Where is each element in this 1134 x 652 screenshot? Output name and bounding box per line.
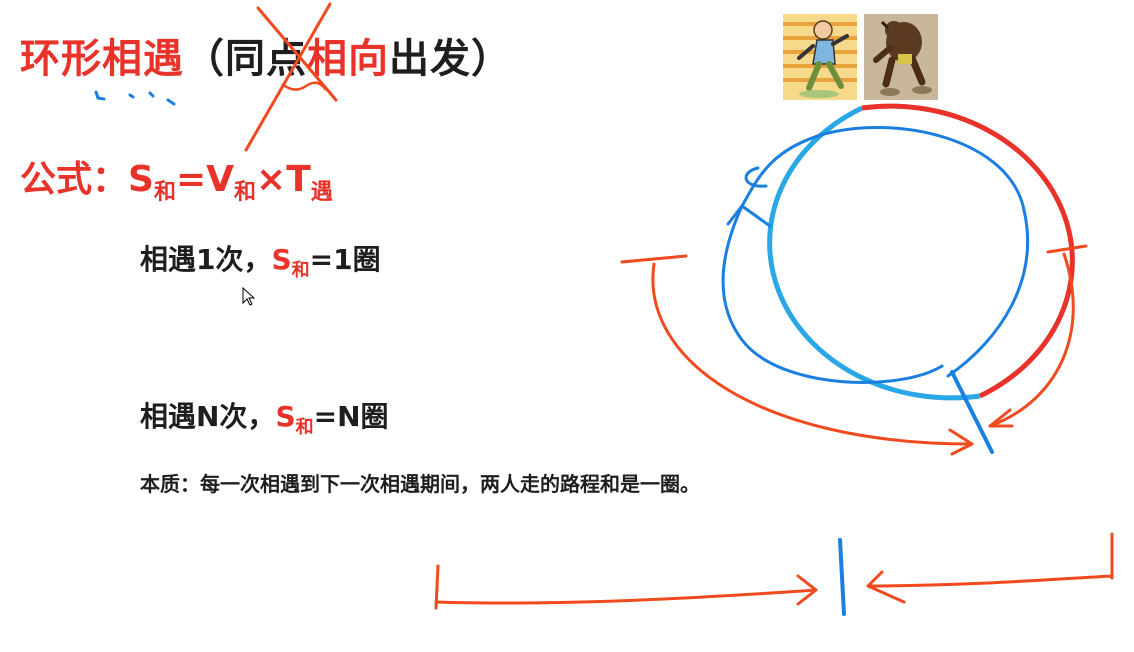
meet-once-suffix: =1圈 xyxy=(309,243,381,276)
left-orange-arrow xyxy=(651,262,974,446)
blue-runner-path xyxy=(721,125,1030,384)
track-left-arc xyxy=(767,105,981,401)
meet-n-line: 相遇N次，S和=N圈 xyxy=(140,395,389,439)
bottom-right-arrowhead xyxy=(866,570,906,604)
meet-once-s: S xyxy=(271,243,292,276)
meet-n-sub: 和 xyxy=(295,417,314,438)
meet-once-sub: 和 xyxy=(291,260,310,281)
bottom-right-arrow xyxy=(866,574,1114,588)
formula-eq: = xyxy=(175,159,207,200)
right-orange-arrowhead xyxy=(988,408,1014,428)
meet-once-prefix: 相遇1次， xyxy=(140,243,272,276)
left-orange-arrowhead xyxy=(948,428,974,456)
emphasis-dot-3 xyxy=(148,91,155,98)
runner-animal-icon xyxy=(864,14,938,100)
pointer-cursor-icon xyxy=(242,287,256,306)
page-title: 环形相遇（同点相向出发） xyxy=(20,26,512,84)
title-paren-close: ） xyxy=(471,36,512,82)
runner-boy-icon xyxy=(783,14,857,100)
formula-sub-yu: 遇 xyxy=(310,180,333,205)
title-part-same-point: 同点 xyxy=(225,36,307,82)
essence-text: 本质：每一次相遇到下一次相遇期间，两人走的路程和是一圈。 xyxy=(140,472,700,496)
emphasis-dot-2 xyxy=(128,93,135,99)
title-part-start: 出发 xyxy=(389,36,471,82)
meet-n-prefix: 相遇N次， xyxy=(140,400,276,433)
title-part-ring-meeting: 环形相遇 xyxy=(20,36,184,82)
left-tick xyxy=(620,254,688,264)
formula-sub-he: 和 xyxy=(153,180,176,205)
emphasis-dot-1 xyxy=(94,90,106,101)
formula-label: 公式： xyxy=(20,159,129,200)
formula-times: × xyxy=(256,159,287,200)
meet-n-s: S xyxy=(275,400,296,433)
cross-out-squiggle xyxy=(281,81,328,91)
title-paren-open: （ xyxy=(184,36,225,82)
bottom-left-arrow xyxy=(434,588,818,605)
formula-sub-he-2: 和 xyxy=(234,180,257,205)
formula: 公式：S和=V和×T遇 xyxy=(20,150,333,206)
formula-s: S xyxy=(128,159,154,200)
cross-out-stroke-1 xyxy=(244,2,332,152)
meet-once-line: 相遇1次，S和=1圈 xyxy=(140,238,381,282)
formula-v: V xyxy=(206,159,235,200)
right-tick xyxy=(1046,244,1088,254)
bottom-left-arrowhead xyxy=(796,574,818,606)
blue-path-hook xyxy=(744,166,768,188)
right-orange-arrow xyxy=(988,252,1075,428)
blue-path-arrowhead xyxy=(726,204,772,228)
meet-n-suffix: =N圈 xyxy=(313,400,389,433)
formula-t: T xyxy=(286,159,311,200)
meeting-point-marker xyxy=(950,370,994,454)
title-part-opposite: 相向 xyxy=(307,36,389,82)
bottom-meeting-marker xyxy=(838,538,846,616)
track-right-arc xyxy=(861,103,1075,399)
emphasis-dot-4 xyxy=(166,98,176,106)
